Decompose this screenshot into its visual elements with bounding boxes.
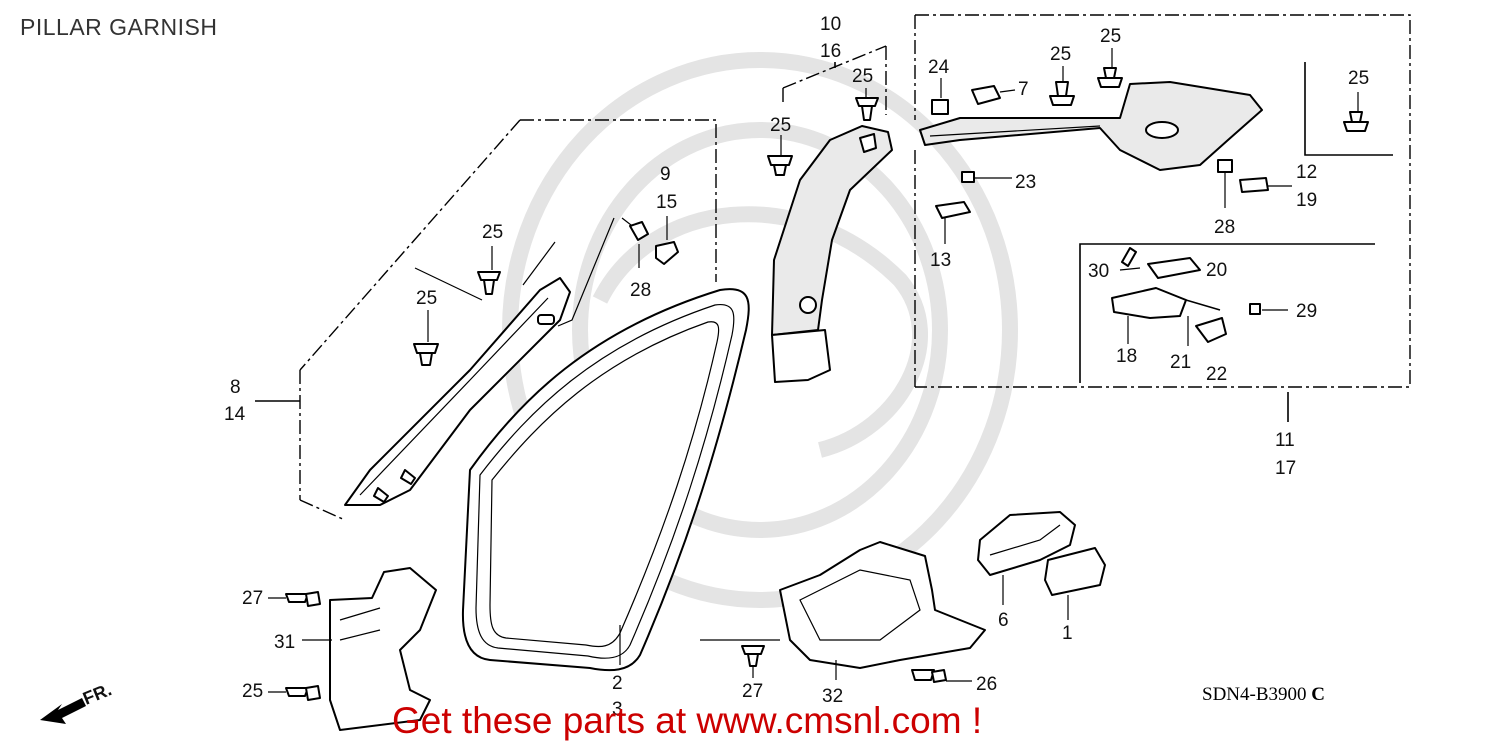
front-label: FR. <box>80 679 114 708</box>
callout-31: 31 <box>274 632 295 653</box>
front-direction-arrow <box>40 698 86 724</box>
callout-25: 25 <box>1050 44 1071 65</box>
clip-7 <box>971 85 1016 105</box>
callout-12: 12 <box>1296 162 1317 183</box>
group-c-outline <box>914 14 1411 422</box>
callout-1: 1 <box>1062 623 1073 644</box>
clip-26 <box>911 669 972 683</box>
sill-garnish-part <box>779 541 986 669</box>
callout-19: 19 <box>1296 190 1317 211</box>
callout-6: 6 <box>998 610 1009 631</box>
clip-25-c-mid <box>1049 66 1075 106</box>
callout-16: 16 <box>820 41 841 62</box>
callout-21: 21 <box>1170 352 1191 373</box>
callout-25: 25 <box>852 66 873 87</box>
clip-27-left <box>268 591 321 607</box>
clip-24 <box>931 78 949 115</box>
callout-11: 11 <box>1275 430 1295 451</box>
diagram-title: PILLAR GARNISH <box>20 14 218 40</box>
diagram-code-suffix: C <box>1311 684 1325 705</box>
clip-12-19 <box>1239 177 1292 193</box>
clip-25-left <box>268 685 321 701</box>
callout-30: 30 <box>1088 261 1109 282</box>
callout-2: 2 <box>612 673 623 694</box>
callout-29: 29 <box>1296 301 1317 322</box>
clip-25-a-top <box>477 246 501 295</box>
callout-3: 3 <box>612 699 623 720</box>
diagram-code: SDN4-B3900 C <box>1202 684 1325 706</box>
callout-15: 15 <box>656 192 677 213</box>
callout-8: 8 <box>230 377 241 398</box>
clip-28-a <box>629 221 649 268</box>
group-b-outline <box>782 45 887 115</box>
sub-parts-18-22 <box>1111 247 1288 346</box>
clip-23 <box>961 171 1012 183</box>
callout-14: 14 <box>224 404 246 425</box>
clip-25-b-left <box>767 135 793 176</box>
callout-9: 9 <box>660 164 671 185</box>
diagram-code-number: SDN4-B3900 <box>1202 684 1307 705</box>
callout-24: 24 <box>928 57 950 78</box>
callout-23: 23 <box>1015 172 1036 193</box>
callout-27: 27 <box>242 588 263 609</box>
clip-25-b-top <box>855 88 879 121</box>
kick-panel-part <box>329 567 437 731</box>
callout-27: 27 <box>742 681 763 702</box>
callout-18: 18 <box>1116 346 1137 367</box>
callout-25: 25 <box>770 115 791 136</box>
clip-25-c-top <box>1097 48 1123 88</box>
promo-banner-link[interactable]: Get these parts at www.cmsnl.com ! <box>392 700 983 741</box>
clip-27-bottom <box>741 645 765 678</box>
callout-25: 25 <box>1348 68 1369 89</box>
callout-25: 25 <box>416 288 437 309</box>
cap-part <box>1044 547 1106 596</box>
clip-13 <box>935 201 971 244</box>
callout-22: 22 <box>1206 364 1227 385</box>
b-pillar-upper-garnish-part <box>771 125 893 336</box>
callout-28: 28 <box>630 280 651 301</box>
door-opening-trim-part <box>461 288 750 672</box>
callout-10: 10 <box>820 14 841 35</box>
clip-25-a-mid <box>413 310 439 366</box>
callout-20: 20 <box>1206 260 1227 281</box>
clip-25-c-right <box>1343 92 1369 132</box>
callout-25: 25 <box>242 681 263 702</box>
callout-25: 25 <box>482 222 503 243</box>
callout-32: 32 <box>822 686 843 707</box>
clip-9-15-a <box>655 216 679 265</box>
callout-17: 17 <box>1275 458 1296 479</box>
callout-26: 26 <box>976 674 997 695</box>
callout-28: 28 <box>1214 217 1235 238</box>
callout-7: 7 <box>1018 79 1029 100</box>
callout-25: 25 <box>1100 26 1121 47</box>
clip-28-c <box>1217 159 1233 208</box>
callout-13: 13 <box>930 250 951 271</box>
